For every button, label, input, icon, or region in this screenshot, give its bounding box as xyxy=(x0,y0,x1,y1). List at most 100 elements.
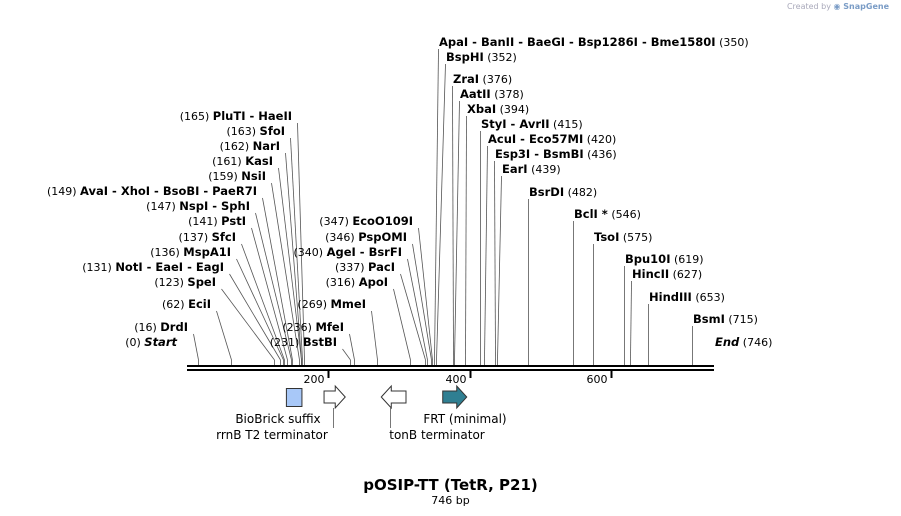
site-position: (269) xyxy=(297,298,330,311)
site-drdi: (16) DrdI xyxy=(134,320,199,365)
site-esp3i: Esp3I - BsmBI (436) xyxy=(494,147,617,365)
site-position: (653) xyxy=(692,291,725,304)
site-name: EarI xyxy=(502,162,528,176)
feature-label: rrnB T2 terminator xyxy=(216,428,328,442)
site-pluti: (165) PluTI - HaeII xyxy=(180,109,305,365)
site-name: HindIII xyxy=(649,290,692,304)
site-ecoo109i: (347) EcoO109I xyxy=(319,214,433,365)
site-leader-line xyxy=(216,310,232,361)
site-label: BsrDI (482) xyxy=(529,185,597,199)
site-name: EcoO109I xyxy=(352,214,413,228)
site-leader-line xyxy=(371,310,378,361)
site-apoi: (316) ApoI xyxy=(326,275,411,365)
site-label: (346) PspOMI xyxy=(325,230,407,244)
site-label: HincII (627) xyxy=(632,267,702,281)
site-position: (619) xyxy=(670,253,703,266)
site-position: (123) xyxy=(154,276,187,289)
site-position: (420) xyxy=(583,133,616,146)
site-label: BspHI (352) xyxy=(446,50,517,64)
site-leader-line xyxy=(497,175,502,361)
scale-tick-label: 600 xyxy=(587,373,608,386)
feature-tonb-terminator: tonB terminator xyxy=(380,384,485,442)
feature-label: tonB terminator xyxy=(389,428,485,442)
site-bsphi: BspHI (352) xyxy=(436,50,517,365)
site-name: AcuI - Eco57MI xyxy=(488,132,583,146)
site-bpu10i: Bpu10I (619) xyxy=(624,252,704,365)
site-end: End (746) xyxy=(715,335,772,349)
site-position: (159) xyxy=(208,170,241,183)
site-name: BsmI xyxy=(693,312,725,326)
watermark-prefix: Created by xyxy=(786,2,831,11)
site-position: (436) xyxy=(584,148,617,161)
site-mmei: (269) MmeI xyxy=(297,297,378,365)
site-label: BsmI (715) xyxy=(693,312,758,326)
site-acui: AcuI - Eco57MI (420) xyxy=(484,132,616,365)
site-position: (715) xyxy=(725,313,758,326)
site-aatii: AatII (378) xyxy=(454,87,524,365)
site-label: (62) EciI xyxy=(162,297,211,311)
site-name: DrdI xyxy=(160,320,188,334)
scale-tick-label: 400 xyxy=(446,373,467,386)
snapgene-logo: ◉ SnapGene xyxy=(833,2,889,11)
site-position: (165) xyxy=(180,110,213,123)
backbone-top-strand xyxy=(187,365,714,367)
site-position: (346) xyxy=(325,231,358,244)
site-sfoi: (163) SfoI xyxy=(226,124,303,365)
dna-backbone xyxy=(187,365,714,371)
site-label: (161) KasI xyxy=(212,154,273,168)
site-leader-line xyxy=(342,348,351,361)
site-position: (161) xyxy=(212,155,245,168)
site-label: (163) SfoI xyxy=(226,124,285,138)
site-nspi: (147) NspI - SphI xyxy=(146,199,292,365)
features: BioBrick suffix rrnB T2 terminator tonB te… xyxy=(216,384,507,442)
site-label: XbaI (394) xyxy=(467,102,529,116)
site-apai: ApaI - BanII - BaeGI - Bsp1286I - Bme158… xyxy=(434,35,749,365)
site-label: (123) SpeI xyxy=(154,275,216,289)
site-name: BspHI xyxy=(446,50,484,64)
site-name: BstBI xyxy=(303,335,337,349)
site-leader-line xyxy=(271,182,300,361)
site-name: PacI xyxy=(368,260,395,274)
site-label: Esp3I - BsmBI (436) xyxy=(495,147,617,161)
site-leader-line xyxy=(297,122,305,361)
plasmid-name: pOSIP-TT (TetR, P21) xyxy=(363,476,538,494)
site-bsmi: BsmI (715) xyxy=(692,312,758,365)
site-leader-line xyxy=(262,197,293,361)
site-label: AatII (378) xyxy=(460,87,524,101)
site-noti: (131) NotI - EaeI - EagI xyxy=(82,260,281,365)
site-position: (337) xyxy=(335,261,368,274)
site-zrai: ZraI (376) xyxy=(452,72,512,365)
site-position: (340) xyxy=(294,246,327,259)
site-position: (162) xyxy=(220,140,253,153)
site-name: AvaI - XhoI - BsoBI - PaeR7I xyxy=(80,184,257,198)
site-label: (147) NspI - SphI xyxy=(146,199,250,213)
site-leader-line xyxy=(630,280,632,361)
site-leader-line xyxy=(251,227,288,361)
site-name: EciI xyxy=(188,297,211,311)
site-label: (159) NsiI xyxy=(208,169,266,183)
site-leader-line xyxy=(434,48,439,361)
site-label: (149) AvaI - XhoI - BsoBI - PaeR7I xyxy=(47,184,257,198)
site-leader-line xyxy=(494,160,496,361)
feature-label: BioBrick suffix xyxy=(235,412,320,426)
site-name: SpeI xyxy=(187,275,216,289)
site-leader-line xyxy=(193,333,199,361)
site-name: NarI xyxy=(253,139,280,153)
site-position: (316) xyxy=(326,276,359,289)
site-name: MfeI xyxy=(315,320,344,334)
site-name: BclI * xyxy=(574,207,608,221)
site-name: PspOMI xyxy=(358,230,407,244)
site-position: (378) xyxy=(491,88,524,101)
site-name: ZraI xyxy=(453,72,479,86)
scale-tick-label: 200 xyxy=(304,373,325,386)
site-position: (163) xyxy=(226,125,259,138)
feature-shape xyxy=(380,384,407,410)
site-name: AatII xyxy=(460,87,491,101)
site-bsrdi: BsrDI (482) xyxy=(528,185,597,365)
site-name: NotI - EaeI - EagI xyxy=(115,260,224,274)
site-label: ZraI (376) xyxy=(453,72,512,86)
feature-biobrick-suffix: BioBrick suffix xyxy=(235,388,321,426)
feature-shape xyxy=(323,384,346,410)
site-name: ApoI xyxy=(359,275,388,289)
site-position: (415) xyxy=(550,118,583,131)
